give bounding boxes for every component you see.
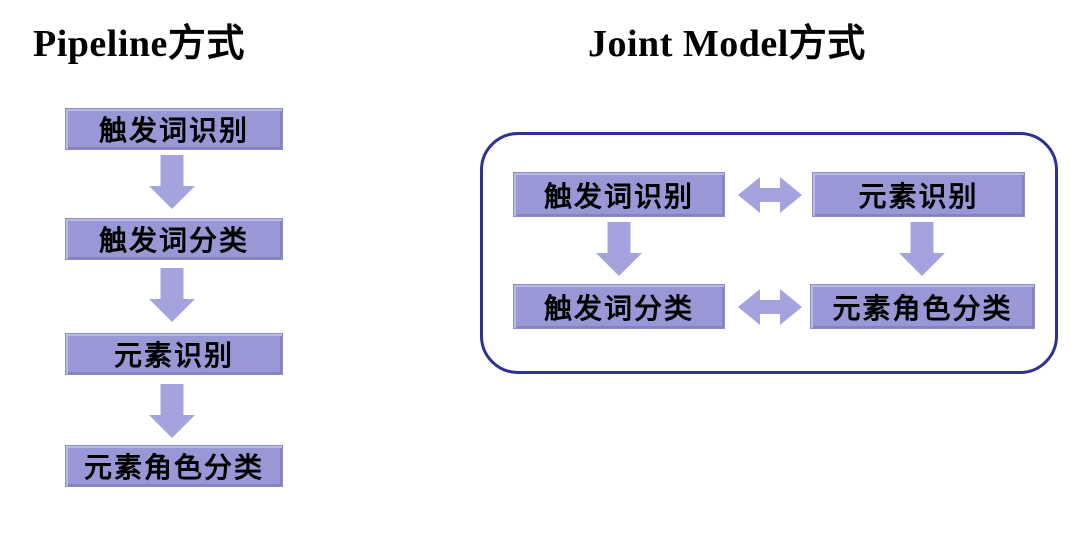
pipeline-step-trigger-classification: 触发词分类: [65, 218, 283, 260]
joint-model-title: Joint Model方式: [588, 23, 866, 65]
left-right-double-arrow-icon: [738, 177, 802, 213]
down-arrow-icon: [149, 384, 195, 438]
joint-model-container: [480, 132, 1058, 374]
down-arrow-icon: [899, 222, 945, 276]
pipeline-step-element-role-classification: 元素角色分类: [65, 445, 283, 487]
down-arrow-icon: [596, 222, 642, 276]
pipeline-title: Pipeline方式: [33, 23, 245, 65]
joint-box-element-identification: 元素识别: [812, 172, 1025, 217]
joint-box-trigger-identification: 触发词识别: [513, 172, 725, 217]
pipeline-step-element-identification: 元素识别: [65, 333, 283, 375]
down-arrow-icon: [149, 155, 195, 209]
left-right-double-arrow-icon: [738, 289, 802, 325]
joint-box-element-role-classification: 元素角色分类: [810, 284, 1035, 329]
down-arrow-icon: [149, 268, 195, 322]
joint-box-trigger-classification: 触发词分类: [513, 284, 725, 329]
pipeline-step-trigger-identification: 触发词识别: [65, 108, 283, 150]
